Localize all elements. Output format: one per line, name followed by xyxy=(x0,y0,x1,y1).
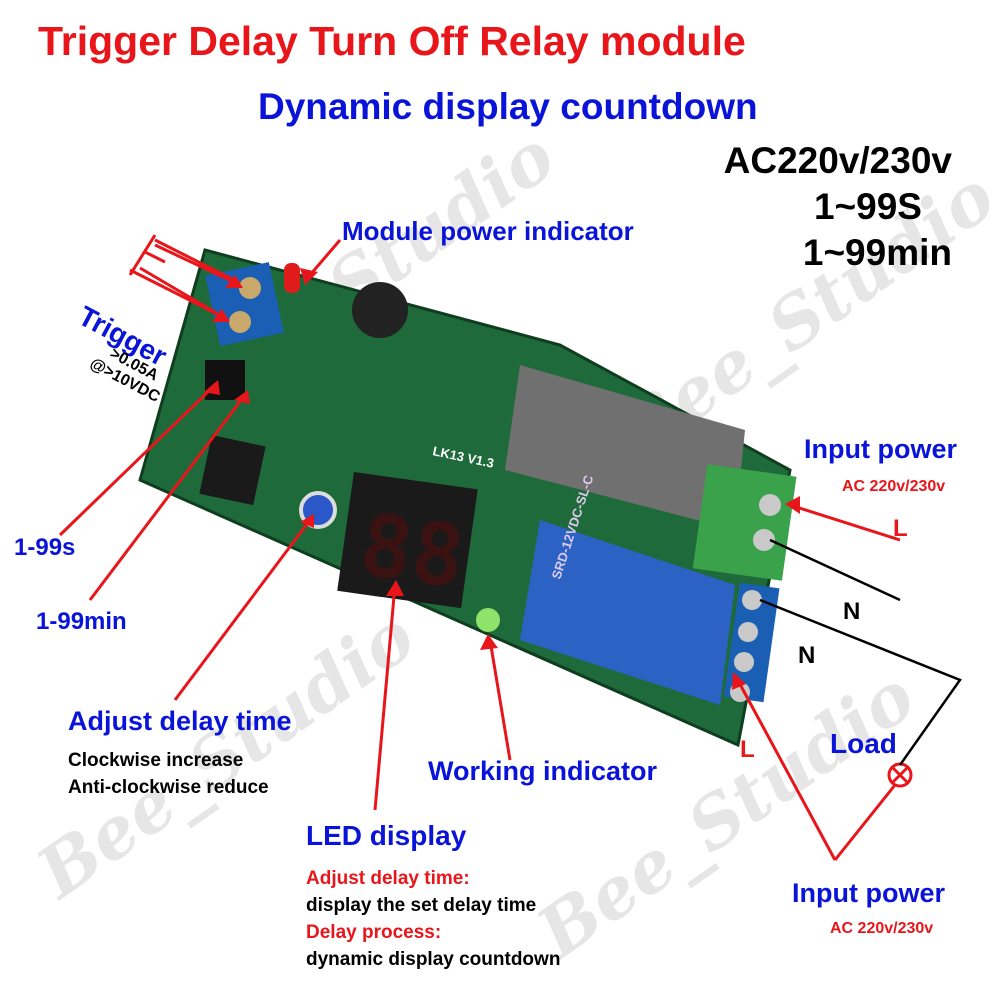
screw-icon xyxy=(229,311,251,333)
spec-voltage: AC220v/230v xyxy=(723,140,952,181)
power-led xyxy=(284,263,300,293)
wiring xyxy=(759,538,962,766)
led-adjust-text: display the set delay time xyxy=(306,895,537,916)
led-adjust-head: Adjust delay time: xyxy=(306,868,470,889)
adjust-line-1: Clockwise increase xyxy=(68,750,244,771)
L-top: L xyxy=(893,515,908,542)
subtitle: Dynamic display countdown xyxy=(258,86,758,127)
spec-minutes: 1~99min xyxy=(802,232,952,273)
adjust-line-2: Anti-clockwise reduce xyxy=(68,777,269,798)
input-power-bottom-spec: AC 220v/230v xyxy=(830,920,934,937)
trigger-terminal xyxy=(205,262,284,347)
led-process-text: dynamic display countdown xyxy=(306,949,561,970)
ic-chip xyxy=(199,435,266,506)
range-minutes-label: 1-99min xyxy=(36,608,127,635)
led-process-head: Delay process: xyxy=(306,922,442,943)
adjust-delay-label: Adjust delay time xyxy=(68,706,292,736)
load-label: Load xyxy=(830,728,897,759)
working-indicator-label: Working indicator xyxy=(428,756,658,786)
working-led xyxy=(476,608,500,632)
module-power-label: Module power indicator xyxy=(342,216,634,246)
input-terminal xyxy=(692,464,797,581)
arrow-heads xyxy=(204,268,800,690)
N-mid: N xyxy=(798,642,816,669)
output-terminal xyxy=(723,582,780,703)
display-digits: 88 xyxy=(354,495,470,608)
led-display xyxy=(337,471,478,609)
range-seconds-label: 1-99s xyxy=(14,534,76,561)
trigger-switch-symbol xyxy=(128,234,241,320)
N-top: N xyxy=(843,598,861,625)
capacitor xyxy=(352,282,408,338)
spec-seconds: 1~99S xyxy=(813,186,922,227)
relay-blue xyxy=(520,520,735,705)
L-bottom: L xyxy=(740,736,755,763)
jumper xyxy=(205,360,245,400)
title: Trigger Delay Turn Off Relay module xyxy=(38,18,746,64)
input-power-top-spec: AC 220v/230v xyxy=(842,478,946,495)
input-power-top-label: Input power xyxy=(804,434,957,464)
input-power-bottom-label: Input power xyxy=(792,878,945,908)
annotation-arrows xyxy=(58,238,913,861)
led-display-label: LED display xyxy=(306,820,467,851)
screw-icon xyxy=(239,277,261,299)
relay-gray xyxy=(505,365,745,530)
